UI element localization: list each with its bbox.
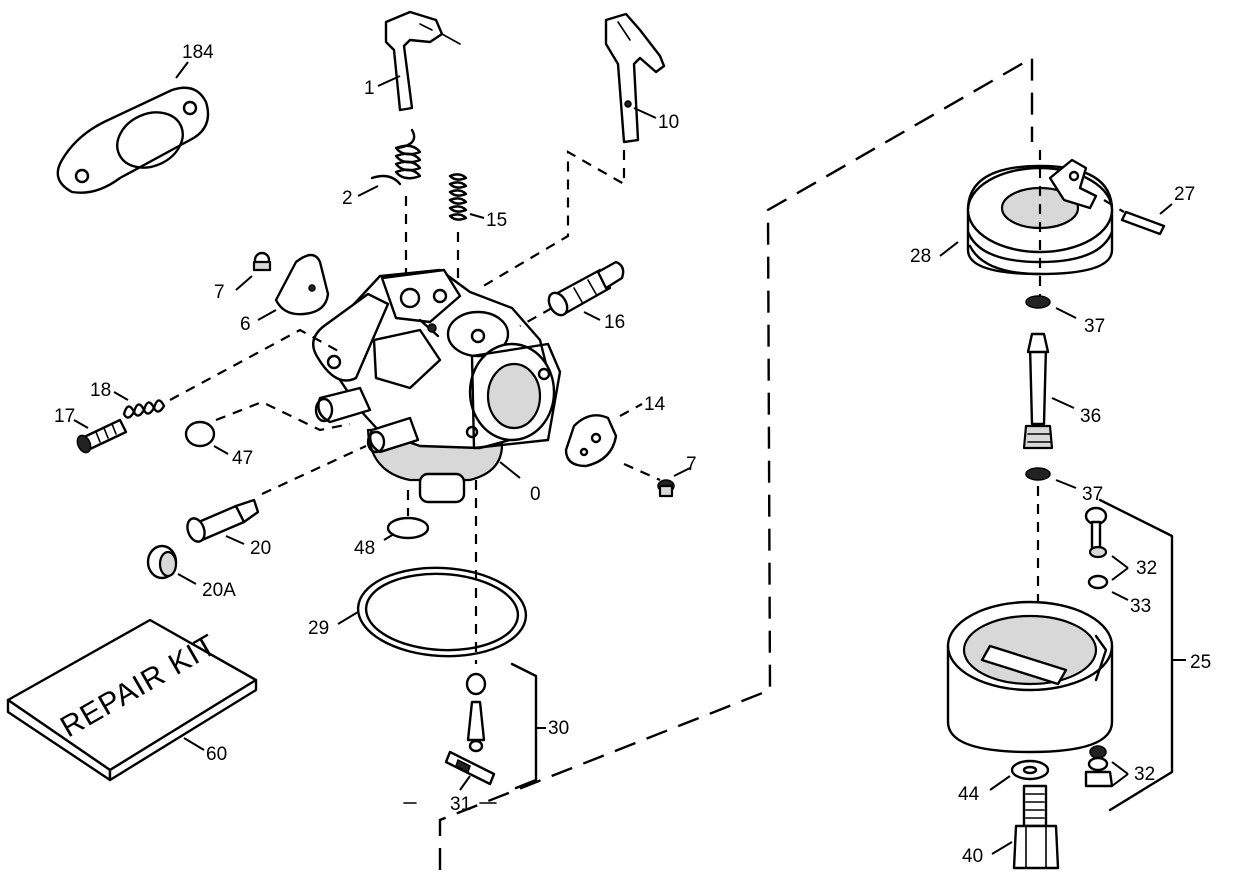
label-25: 25 <box>1190 652 1211 673</box>
label-47: 47 <box>232 448 253 469</box>
part-0-carburetor-body <box>312 268 562 504</box>
label-184: 184 <box>182 42 214 63</box>
part-25-float-bowl <box>946 498 1186 812</box>
part-2-spring <box>357 128 422 197</box>
label-32-lower: 32 <box>1134 764 1155 785</box>
label-14: 14 <box>644 394 666 415</box>
pin-dashed-line <box>1103 199 1125 213</box>
part-16-fuel-fitting <box>547 260 625 321</box>
part-31-clip <box>403 750 497 804</box>
part-30-needle-seat <box>465 662 546 790</box>
label-2: 2 <box>342 188 353 209</box>
assembly-boundary-line <box>438 55 1034 870</box>
label-0: 0 <box>530 484 541 505</box>
part-37-washer-bottom <box>1025 467 1077 489</box>
part-20-main-jet <box>186 498 260 545</box>
idle-screw-dashed-line <box>169 328 341 401</box>
part-14-plate <box>564 403 643 468</box>
label-44: 44 <box>958 784 980 805</box>
label-15: 15 <box>486 210 507 231</box>
part-17-idle-screw <box>73 418 128 454</box>
jet-dashed-line <box>261 445 367 495</box>
label-18: 18 <box>90 380 111 401</box>
part-40-bowl-nut <box>991 784 1060 870</box>
label-10: 10 <box>658 112 679 133</box>
part-18-spring <box>113 391 166 419</box>
part-1-throttle-shaft <box>377 10 461 112</box>
part-7-screw-top <box>235 251 272 291</box>
part-6-plate <box>257 253 330 321</box>
part-15-spring <box>448 173 485 221</box>
choke-dashed-line <box>479 150 626 289</box>
part-44-washer <box>989 759 1050 791</box>
part-27-float-pin <box>1120 203 1173 236</box>
label-32-top: 32 <box>1136 558 1157 579</box>
label-31: 31 <box>450 794 471 815</box>
part-47-welch-plug <box>184 420 229 455</box>
label-40: 40 <box>962 846 983 867</box>
label-27: 27 <box>1174 184 1195 205</box>
part-48-seal <box>383 490 430 541</box>
part-32-bolt <box>1084 506 1129 581</box>
label-60: 60 <box>206 744 227 765</box>
fitting-dashed-line <box>519 307 553 327</box>
part-29-bowl-gasket <box>337 566 528 658</box>
label-1: 1 <box>364 78 375 99</box>
part-32-nut-lower <box>1084 745 1129 788</box>
part-184-gasket <box>56 61 210 194</box>
label-7-top: 7 <box>214 282 225 303</box>
label-7-lower: 7 <box>686 454 697 475</box>
label-6: 6 <box>240 314 251 335</box>
label-17: 17 <box>54 406 75 427</box>
label-16: 16 <box>604 312 625 333</box>
part-7-screw-lower <box>623 462 691 498</box>
part-33-washer <box>1087 574 1129 601</box>
label-30: 30 <box>548 718 569 739</box>
label-37-bottom: 37 <box>1082 484 1103 505</box>
part-10-choke-shaft <box>604 12 666 144</box>
label-37-top: 37 <box>1084 316 1105 337</box>
label-20: 20 <box>250 538 271 559</box>
label-29: 29 <box>308 618 329 639</box>
label-48: 48 <box>354 538 375 559</box>
label-33: 33 <box>1130 596 1151 617</box>
label-36: 36 <box>1080 406 1101 427</box>
label-20A: 20A <box>202 580 236 601</box>
part-37-washer-top <box>1025 295 1077 319</box>
label-28: 28 <box>910 246 931 267</box>
part-36-nozzle <box>1022 332 1075 450</box>
part-20A-plug <box>146 544 197 585</box>
plug-dashed-line <box>215 400 351 432</box>
part-28-float <box>939 158 1114 276</box>
